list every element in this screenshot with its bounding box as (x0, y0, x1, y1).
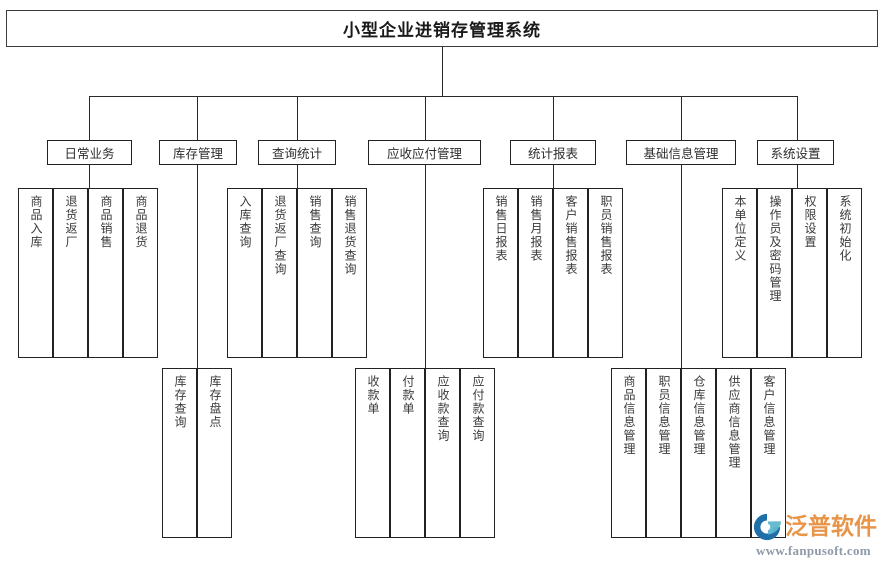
drop-connector-basic (681, 96, 682, 140)
root-title-box: 小型企业进销存管理系统 (6, 10, 878, 47)
leaf-box-system-2[interactable]: 权限设置 (792, 188, 827, 358)
leaf-label-system-2: 权限设置 (802, 195, 817, 249)
leaf-label-daily-2: 商品销售 (98, 195, 113, 249)
watermark-brand-row: 泛普软件 (752, 512, 884, 542)
leaf-label-daily-0: 商品入库 (28, 195, 43, 249)
drop-connector-report (553, 96, 554, 140)
leaf-label-basic-3: 供应商信息管理 (726, 375, 741, 470)
watermark-brand-label: 泛普软件 (785, 513, 877, 540)
leaf-label-inventory-0: 库存查询 (172, 375, 187, 429)
module-label-report: 统计报表 (527, 147, 578, 161)
level2-bus-connector (89, 96, 797, 97)
leaf-box-basic-2[interactable]: 仓库信息管理 (681, 368, 716, 538)
leaf-box-query-3[interactable]: 销售退货查询 (332, 188, 367, 358)
drop-connector-receivable (425, 96, 426, 140)
leaf-label-receivable-3: 应付款查询 (470, 375, 485, 443)
leaf-label-daily-3: 商品退货 (133, 195, 148, 249)
stem-connector-receivable (425, 165, 426, 368)
stem-connector-basic (681, 165, 682, 368)
root-stem-connector (442, 47, 443, 96)
drop-connector-system (797, 96, 798, 140)
leaf-box-query-2[interactable]: 销售查询 (297, 188, 332, 358)
leaf-box-basic-3[interactable]: 供应商信息管理 (716, 368, 751, 538)
drop-connector-query (297, 96, 298, 140)
leaf-box-receivable-2[interactable]: 应收款查询 (425, 368, 460, 538)
watermark-url-label: www.fanpusoft.com (756, 543, 871, 558)
module-box-inventory[interactable]: 库存管理 (159, 140, 237, 165)
leaf-box-daily-2[interactable]: 商品销售 (88, 188, 123, 358)
root-title-label: 小型企业进销存管理系统 (343, 21, 541, 40)
leaf-box-query-0[interactable]: 入库查询 (227, 188, 262, 358)
module-box-report[interactable]: 统计报表 (510, 140, 596, 165)
leaf-box-inventory-0[interactable]: 库存查询 (162, 368, 197, 538)
leaf-box-report-1[interactable]: 销售月报表 (518, 188, 553, 358)
stem-connector-daily (89, 165, 90, 188)
module-label-receivable: 应收应付管理 (386, 147, 462, 161)
leaf-label-query-1: 退货返厂查询 (272, 195, 287, 276)
leaf-box-receivable-0[interactable]: 收款单 (355, 368, 390, 538)
leaf-box-daily-3[interactable]: 商品退货 (123, 188, 158, 358)
module-box-basic[interactable]: 基础信息管理 (626, 140, 736, 165)
leaf-label-basic-0: 商品信息管理 (621, 375, 636, 456)
drop-connector-daily (89, 96, 90, 140)
leaf-box-basic-4[interactable]: 客户信息管理 (751, 368, 786, 538)
leaf-label-system-0: 本单位定义 (732, 195, 747, 263)
watermark: 泛普软件 www.fanpusoft.com (752, 512, 884, 566)
leaf-label-report-0: 销售日报表 (493, 195, 508, 263)
leaf-label-basic-1: 职员信息管理 (656, 375, 671, 456)
leaf-label-system-3: 系统初始化 (837, 195, 852, 263)
leaf-box-inventory-1[interactable]: 库存盘点 (197, 368, 232, 538)
module-box-receivable[interactable]: 应收应付管理 (368, 140, 481, 165)
stem-connector-query (297, 165, 298, 188)
leaf-label-report-3: 职员销售报表 (598, 195, 613, 276)
leaf-box-basic-0[interactable]: 商品信息管理 (611, 368, 646, 538)
leaf-box-basic-1[interactable]: 职员信息管理 (646, 368, 681, 538)
leaf-label-query-3: 销售退货查询 (342, 195, 357, 276)
leaf-box-system-3[interactable]: 系统初始化 (827, 188, 862, 358)
leaf-label-receivable-1: 付款单 (400, 375, 415, 416)
leaf-box-report-3[interactable]: 职员销售报表 (588, 188, 623, 358)
leaf-box-receivable-1[interactable]: 付款单 (390, 368, 425, 538)
leaf-label-inventory-1: 库存盘点 (207, 375, 222, 429)
leaf-label-basic-4: 客户信息管理 (761, 375, 776, 456)
module-label-daily: 日常业务 (64, 147, 115, 161)
leaf-label-report-2: 客户销售报表 (563, 195, 578, 276)
module-label-inventory: 库存管理 (172, 147, 223, 161)
module-box-system[interactable]: 系统设置 (757, 140, 834, 165)
swirl-logo-icon (753, 513, 782, 541)
leaf-label-query-0: 入库查询 (237, 195, 252, 249)
stem-connector-system (797, 165, 798, 188)
module-box-query[interactable]: 查询统计 (258, 140, 336, 165)
leaf-box-daily-0[interactable]: 商品入库 (18, 188, 53, 358)
leaf-label-basic-2: 仓库信息管理 (691, 375, 706, 456)
leaf-label-daily-1: 退货返厂 (63, 195, 78, 249)
module-box-daily[interactable]: 日常业务 (47, 140, 132, 165)
leaf-box-report-2[interactable]: 客户销售报表 (553, 188, 588, 358)
drop-connector-inventory (197, 96, 198, 140)
leaf-label-receivable-0: 收款单 (365, 375, 380, 416)
leaf-label-receivable-2: 应收款查询 (435, 375, 450, 443)
leaf-box-receivable-3[interactable]: 应付款查询 (460, 368, 495, 538)
leaf-box-system-0[interactable]: 本单位定义 (722, 188, 757, 358)
module-label-basic: 基础信息管理 (643, 147, 719, 161)
leaf-label-system-1: 操作员及密码管理 (767, 195, 782, 303)
module-label-system: 系统设置 (770, 147, 821, 161)
leaf-box-daily-1[interactable]: 退货返厂 (53, 188, 88, 358)
leaf-box-system-1[interactable]: 操作员及密码管理 (757, 188, 792, 358)
leaf-box-report-0[interactable]: 销售日报表 (483, 188, 518, 358)
stem-connector-inventory (197, 165, 198, 368)
leaf-label-query-2: 销售查询 (307, 195, 322, 249)
stem-connector-report (553, 165, 554, 188)
leaf-label-report-1: 销售月报表 (528, 195, 543, 263)
module-label-query: 查询统计 (271, 147, 322, 161)
leaf-box-query-1[interactable]: 退货返厂查询 (262, 188, 297, 358)
